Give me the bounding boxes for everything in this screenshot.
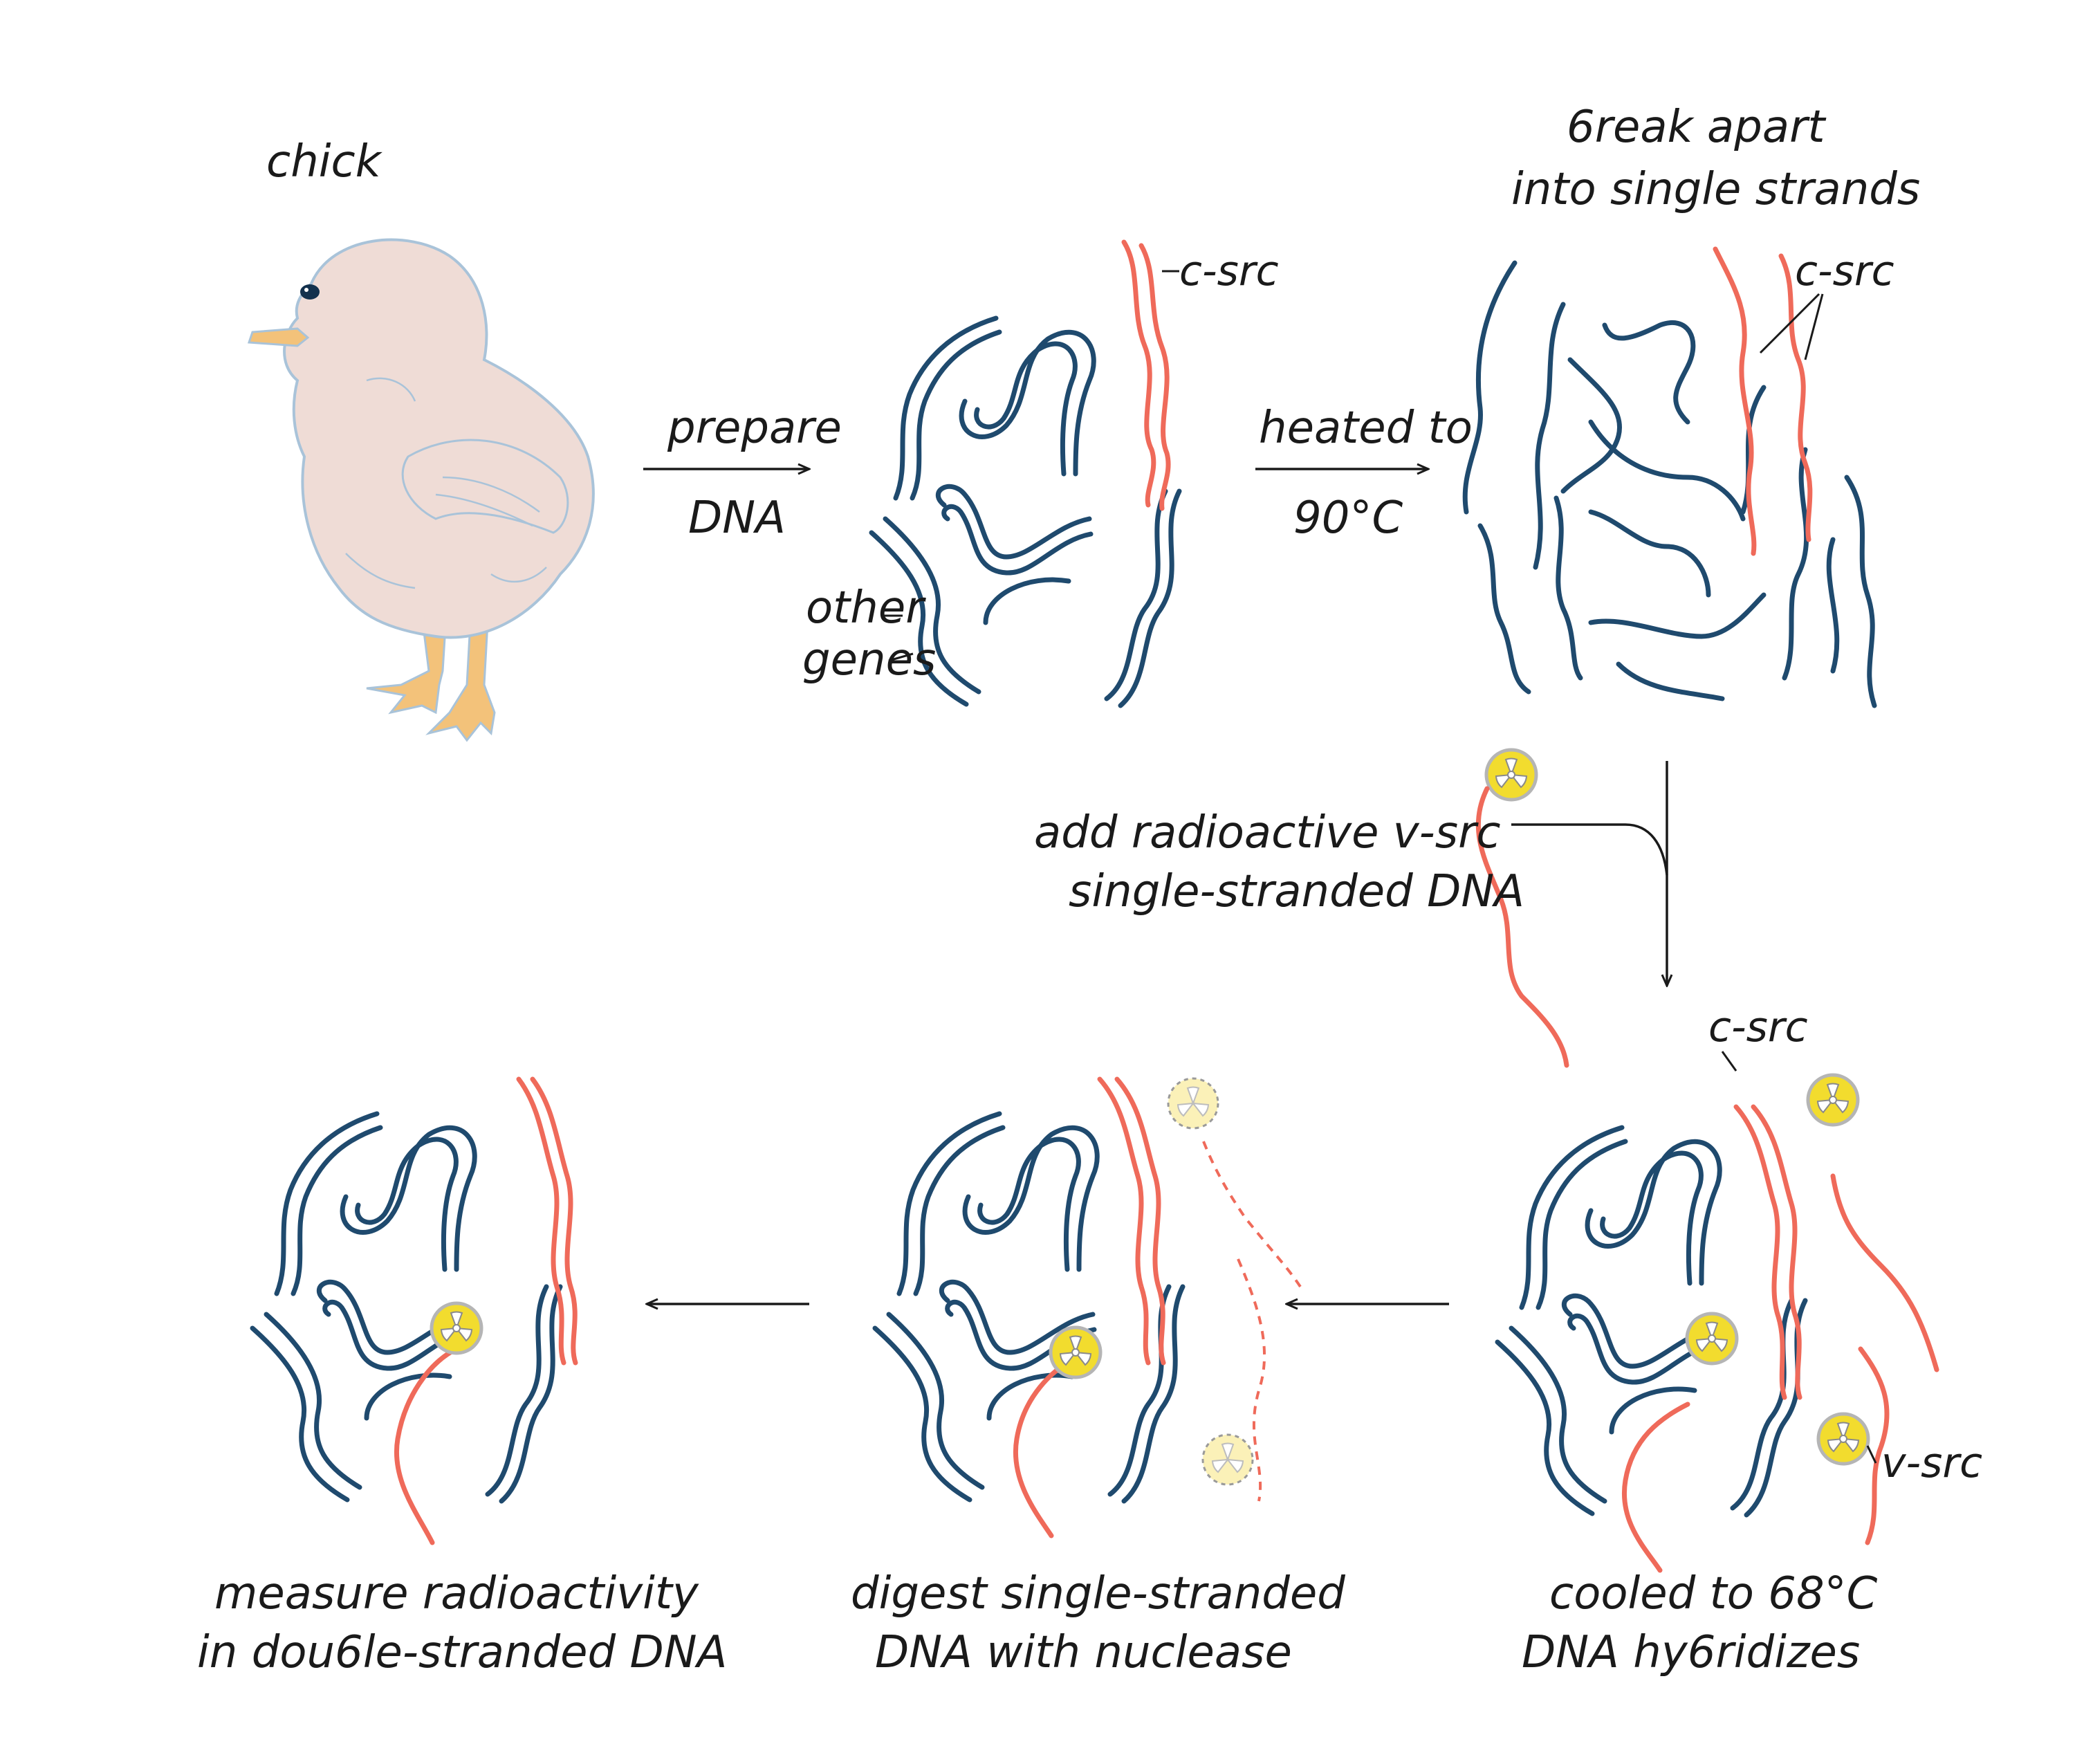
radioactive-token-p3b [1808,1075,1858,1125]
arrow-add-probe [1511,761,1667,986]
digest-label-2: DNA with nuclease [875,1627,1292,1678]
heated-to-label: heated to [1259,403,1473,454]
cooled-label-2: DNA hy6ridizes [1522,1627,1860,1678]
panel-single-strands [1462,246,1877,708]
radioactive-token-p3c [1818,1414,1868,1464]
csrc-pointer-b2 [1804,293,1824,360]
add-probe-label-1: add radioactive v-src [1034,807,1501,858]
measure-label-2: in dou6le-stranded DNA [197,1627,727,1678]
temp-90-label: 90°C [1293,493,1403,544]
radioactive-token-p5 [432,1303,481,1353]
csrc-label-c: c-src [1708,1003,1808,1051]
chick-label: chick [266,136,383,187]
other-genes-label-2: genes [802,634,936,686]
add-probe-label-2: single-stranded DNA [1069,866,1524,917]
radioactive-token-p4-faded-b [1201,1433,1254,1486]
probe-vsrc [1475,750,1569,1068]
other-genes-pointer-2 [888,652,914,662]
radioactive-token-p3a [1687,1314,1737,1363]
vsrc-label: v-src [1881,1439,1982,1487]
prepare-label: prepare [667,403,842,454]
csrc-label-a: c-src [1179,247,1279,295]
measure-label-1: measure radioactivity [214,1568,699,1619]
csrc-pointer-c [1721,1051,1737,1072]
csrc-pointer-b1 [1759,293,1820,354]
break-apart-label-1: 6reak apart [1567,102,1827,153]
cooled-label-1: cooled to 68°C [1549,1568,1878,1619]
panel-measured [252,1076,578,1545]
break-apart-label-2: into single strands [1511,164,1920,215]
chick-illustration [247,238,595,742]
panel-prepared-dna [872,239,1179,706]
other-genes-label-1: other [806,582,926,634]
vsrc-pointer [1866,1445,1877,1464]
radioactive-token-p4a [1051,1327,1100,1377]
digest-label-1: digest single-stranded [851,1568,1345,1619]
radioactive-token-p4-faded-a [1167,1077,1219,1130]
dna-label: DNA [688,493,786,544]
panel-digested [875,1076,1302,1538]
panel-hybridized [1497,1104,1939,1573]
csrc-label-b: c-src [1795,247,1894,295]
